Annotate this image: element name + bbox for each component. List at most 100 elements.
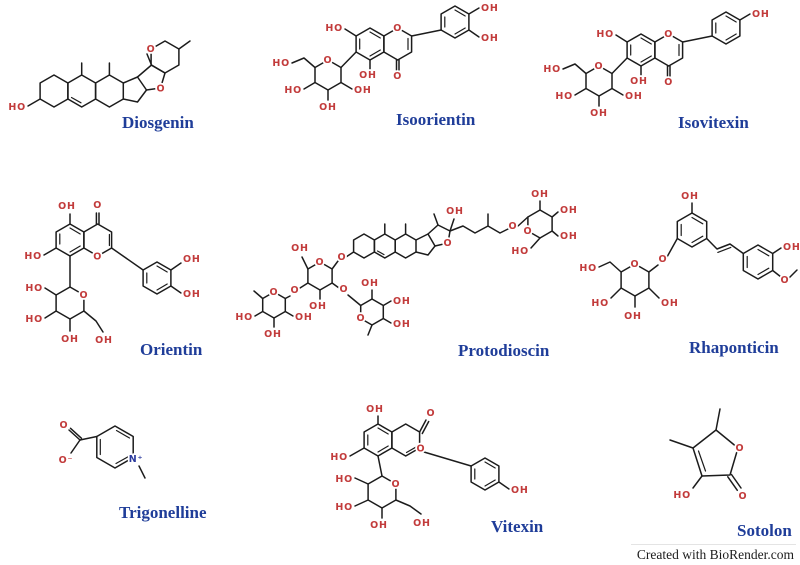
biorender-credit: Created with BioRender.com [630, 544, 796, 563]
isoorientin-label: Isoorientin [396, 110, 476, 129]
vitexin-label: Vitexin [491, 517, 544, 536]
atom-o-rhaH: O [270, 287, 279, 298]
isovitexin-structure: O HO HO OH OH HO OH O O OH [542, 7, 771, 121]
rhaponticin-label: Rhaponticin [689, 338, 779, 357]
isoorientin-bonds: O HO HO OH OH HO OH O O OH OH [271, 1, 500, 115]
atom-oh: OH [319, 102, 337, 113]
orientin-label: Orientin [140, 340, 203, 359]
atom-oh-3p: OH [183, 254, 201, 265]
atom-ho-7: HO [24, 251, 42, 262]
atom-o-ring: O [736, 443, 745, 454]
atom-o-chain: O [509, 221, 518, 232]
atom-ho: HO [8, 102, 26, 113]
atom-oh: OH [393, 319, 411, 330]
atom-oh: OH [264, 329, 282, 340]
atom-ho: HO [25, 314, 43, 325]
diosgenin-bonds: HO O O [7, 40, 191, 115]
atom-oh-arm: OH [291, 243, 309, 254]
protodioscin-structure: OH O O O OH OH OH HO O O OH OH O O O HO … [234, 187, 579, 342]
rhaponticin-bonds: O HO HO OH OH O OH OH O [578, 189, 800, 324]
atom-o-glcG: O [316, 257, 325, 268]
vitexin-structure: OH HO O O OH O HO HO OH OH [329, 402, 530, 533]
orientin-structure: OH O O HO OH OH O HO HO OH OH [23, 198, 202, 348]
atom-oh-arm: OH [95, 335, 113, 346]
atom-ho-7: HO [325, 23, 343, 34]
vitexin-bonds: OH HO O O OH O HO HO OH OH [329, 402, 530, 533]
sotolon-cell: O O HO Sotolon [590, 395, 800, 545]
trigonelline-cell: O O⁻ N⁺ Trigonelline [30, 390, 250, 530]
isovitexin-label: Isovitexin [678, 113, 749, 132]
atom-o-pyran: O [147, 44, 156, 55]
atom-ho: HO [284, 85, 302, 96]
atom-o-methoxy: O [781, 275, 790, 286]
trigonelline-label: Trigonelline [119, 503, 207, 522]
atom-o-sugar: O [392, 479, 401, 490]
atom-oh: OH [624, 311, 642, 322]
atom-o-furan: O [444, 238, 453, 249]
sotolon-bonds: O O HO [669, 408, 748, 504]
vitexin-cell: OH HO O O OH O HO HO OH OH Vitexin [290, 390, 560, 565]
protodioscin-bonds: OH O O O OH OH OH HO O O OH OH O O O HO … [234, 187, 579, 342]
sotolon-label: Sotolon [737, 521, 792, 540]
atom-oh: OH [560, 231, 578, 242]
atom-ho-arm: HO [511, 246, 529, 257]
atom-o-ring: O [93, 252, 102, 263]
atom-ho-arm: HO [543, 64, 561, 75]
sotolon-structure: O O HO [669, 408, 748, 504]
atom-ho: HO [335, 502, 353, 513]
atom-oh: OH [295, 312, 313, 323]
atom-ho-arm: HO [579, 263, 597, 274]
atom-oh: OH [61, 334, 79, 345]
atom-oh-3p: OH [481, 33, 499, 44]
atom-o-ring: O [417, 444, 426, 455]
atom-oh-4p: OH [752, 9, 770, 20]
atom-o-glcF: O [524, 226, 533, 237]
atom-o-carbonyl: O [427, 408, 436, 419]
rhaponticin-cell: O HO HO OH OH O OH OH O Rhaponticin [570, 150, 800, 365]
atom-oh: OH [531, 189, 549, 200]
atom-o-sugar: O [631, 259, 640, 270]
rhaponticin-structure: O HO HO OH OH O OH OH O [578, 189, 800, 324]
atom-o-c3: O [338, 252, 347, 263]
atom-oh-arm: OH [413, 518, 431, 529]
atom-oh-3p: OH [783, 242, 800, 253]
atom-n-plus: N⁺ [129, 454, 144, 465]
atom-oh-5: OH [58, 201, 76, 212]
atom-o-sugar: O [595, 61, 604, 72]
atom-oh: OH [370, 520, 388, 531]
atom-o-sugar: O [324, 55, 333, 66]
trigonelline-bonds: O O⁻ N⁺ [57, 418, 146, 479]
isoorientin-cell: O HO HO OH OH HO OH O O OH OH Isoorienti… [270, 0, 530, 140]
orientin-cell: OH O O HO OH OH O HO HO OH OH Orientin [0, 155, 245, 365]
atom-ho: HO [335, 474, 353, 485]
atom-ho: HO [673, 490, 691, 501]
isovitexin-cell: O HO HO OH OH HO OH O O OH Isovitexin [535, 0, 800, 145]
atom-ho: HO [591, 298, 609, 309]
atom-o-carbonyl: O [393, 71, 402, 82]
atom-ho-7: HO [596, 29, 614, 40]
atom-oh-22: OH [446, 206, 464, 217]
atom-o-ring: O [393, 23, 402, 34]
protodioscin-label: Protodioscin [458, 341, 550, 360]
diosgenin-cell: HO O O Diosgenin [0, 0, 250, 140]
atom-oh: OH [625, 91, 643, 102]
protodioscin-cell: OH O O O OH OH OH HO O O OH OH O O O HO … [234, 150, 580, 365]
atom-oh-5: OH [359, 70, 377, 81]
atom-ho-arm: HO [272, 58, 290, 69]
atom-oh-4p: OH [481, 3, 499, 14]
atom-o-link: O [291, 285, 300, 296]
isoorientin-structure: O HO HO OH OH HO OH O O OH OH [271, 1, 500, 115]
atom-oh-3: OH [681, 191, 699, 202]
atom-oh: OH [590, 108, 608, 119]
atom-o-minus: O⁻ [59, 455, 74, 466]
atom-o-link: O [340, 284, 349, 295]
atom-oh: OH [361, 278, 379, 289]
diosgenin-label: Diosgenin [122, 113, 194, 132]
atom-ho: HO [235, 312, 253, 323]
atom-oh: OH [309, 301, 327, 312]
atom-o-carbonyl: O [60, 420, 69, 431]
atom-o-sugar: O [80, 290, 89, 301]
atom-o-carbonyl: O [739, 491, 748, 502]
atom-oh-4p: OH [511, 485, 529, 496]
